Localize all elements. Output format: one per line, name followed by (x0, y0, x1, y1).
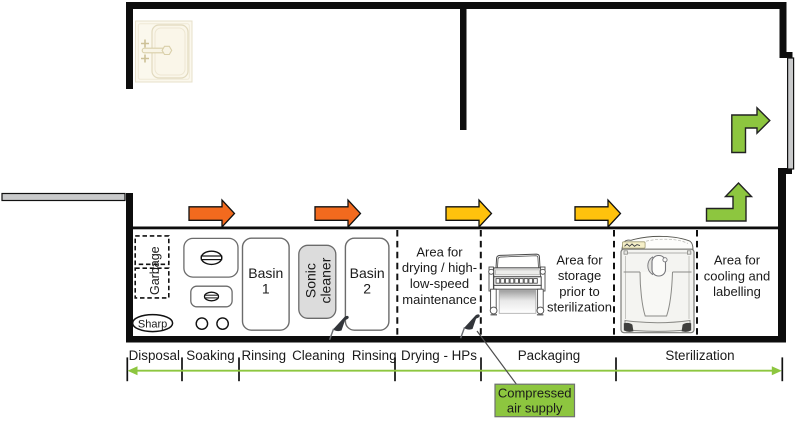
svg-text:Packaging: Packaging (518, 348, 581, 363)
svg-text:Disposal: Disposal (129, 348, 180, 363)
svg-text:Sonic: Sonic (303, 263, 319, 298)
svg-text:maintenance: maintenance (402, 292, 476, 307)
svg-text:Drying - HPs: Drying - HPs (401, 348, 477, 363)
svg-text:storage: storage (558, 268, 601, 283)
svg-text:Basin: Basin (248, 265, 283, 281)
svg-text:Garbage: Garbage (148, 246, 162, 295)
svg-text:low-speed: low-speed (410, 276, 469, 291)
svg-text:1: 1 (262, 281, 270, 297)
svg-text:Cleaning: Cleaning (292, 348, 345, 363)
svg-text:Soaking: Soaking (186, 348, 234, 363)
svg-text:sterilization: sterilization (547, 300, 612, 315)
svg-text:Compressed: Compressed (498, 385, 572, 400)
svg-text:Rinsing: Rinsing (241, 348, 286, 363)
svg-text:Basin: Basin (350, 265, 385, 281)
svg-text:prior to: prior to (559, 284, 599, 299)
svg-text:labelling: labelling (713, 284, 761, 299)
svg-text:Rinsing: Rinsing (352, 348, 397, 363)
svg-text:Sharp: Sharp (138, 318, 167, 330)
svg-text:drying / high-: drying / high- (402, 260, 477, 275)
svg-text:2: 2 (363, 281, 371, 297)
svg-text:air supply: air supply (507, 401, 563, 416)
svg-text:Area for: Area for (714, 253, 761, 268)
svg-text:Sterilization: Sterilization (665, 348, 734, 363)
svg-text:cooling and: cooling and (704, 268, 771, 283)
svg-text:Area for: Area for (556, 252, 603, 267)
svg-text:cleaner: cleaner (318, 257, 334, 303)
svg-text:Area for: Area for (416, 244, 463, 259)
